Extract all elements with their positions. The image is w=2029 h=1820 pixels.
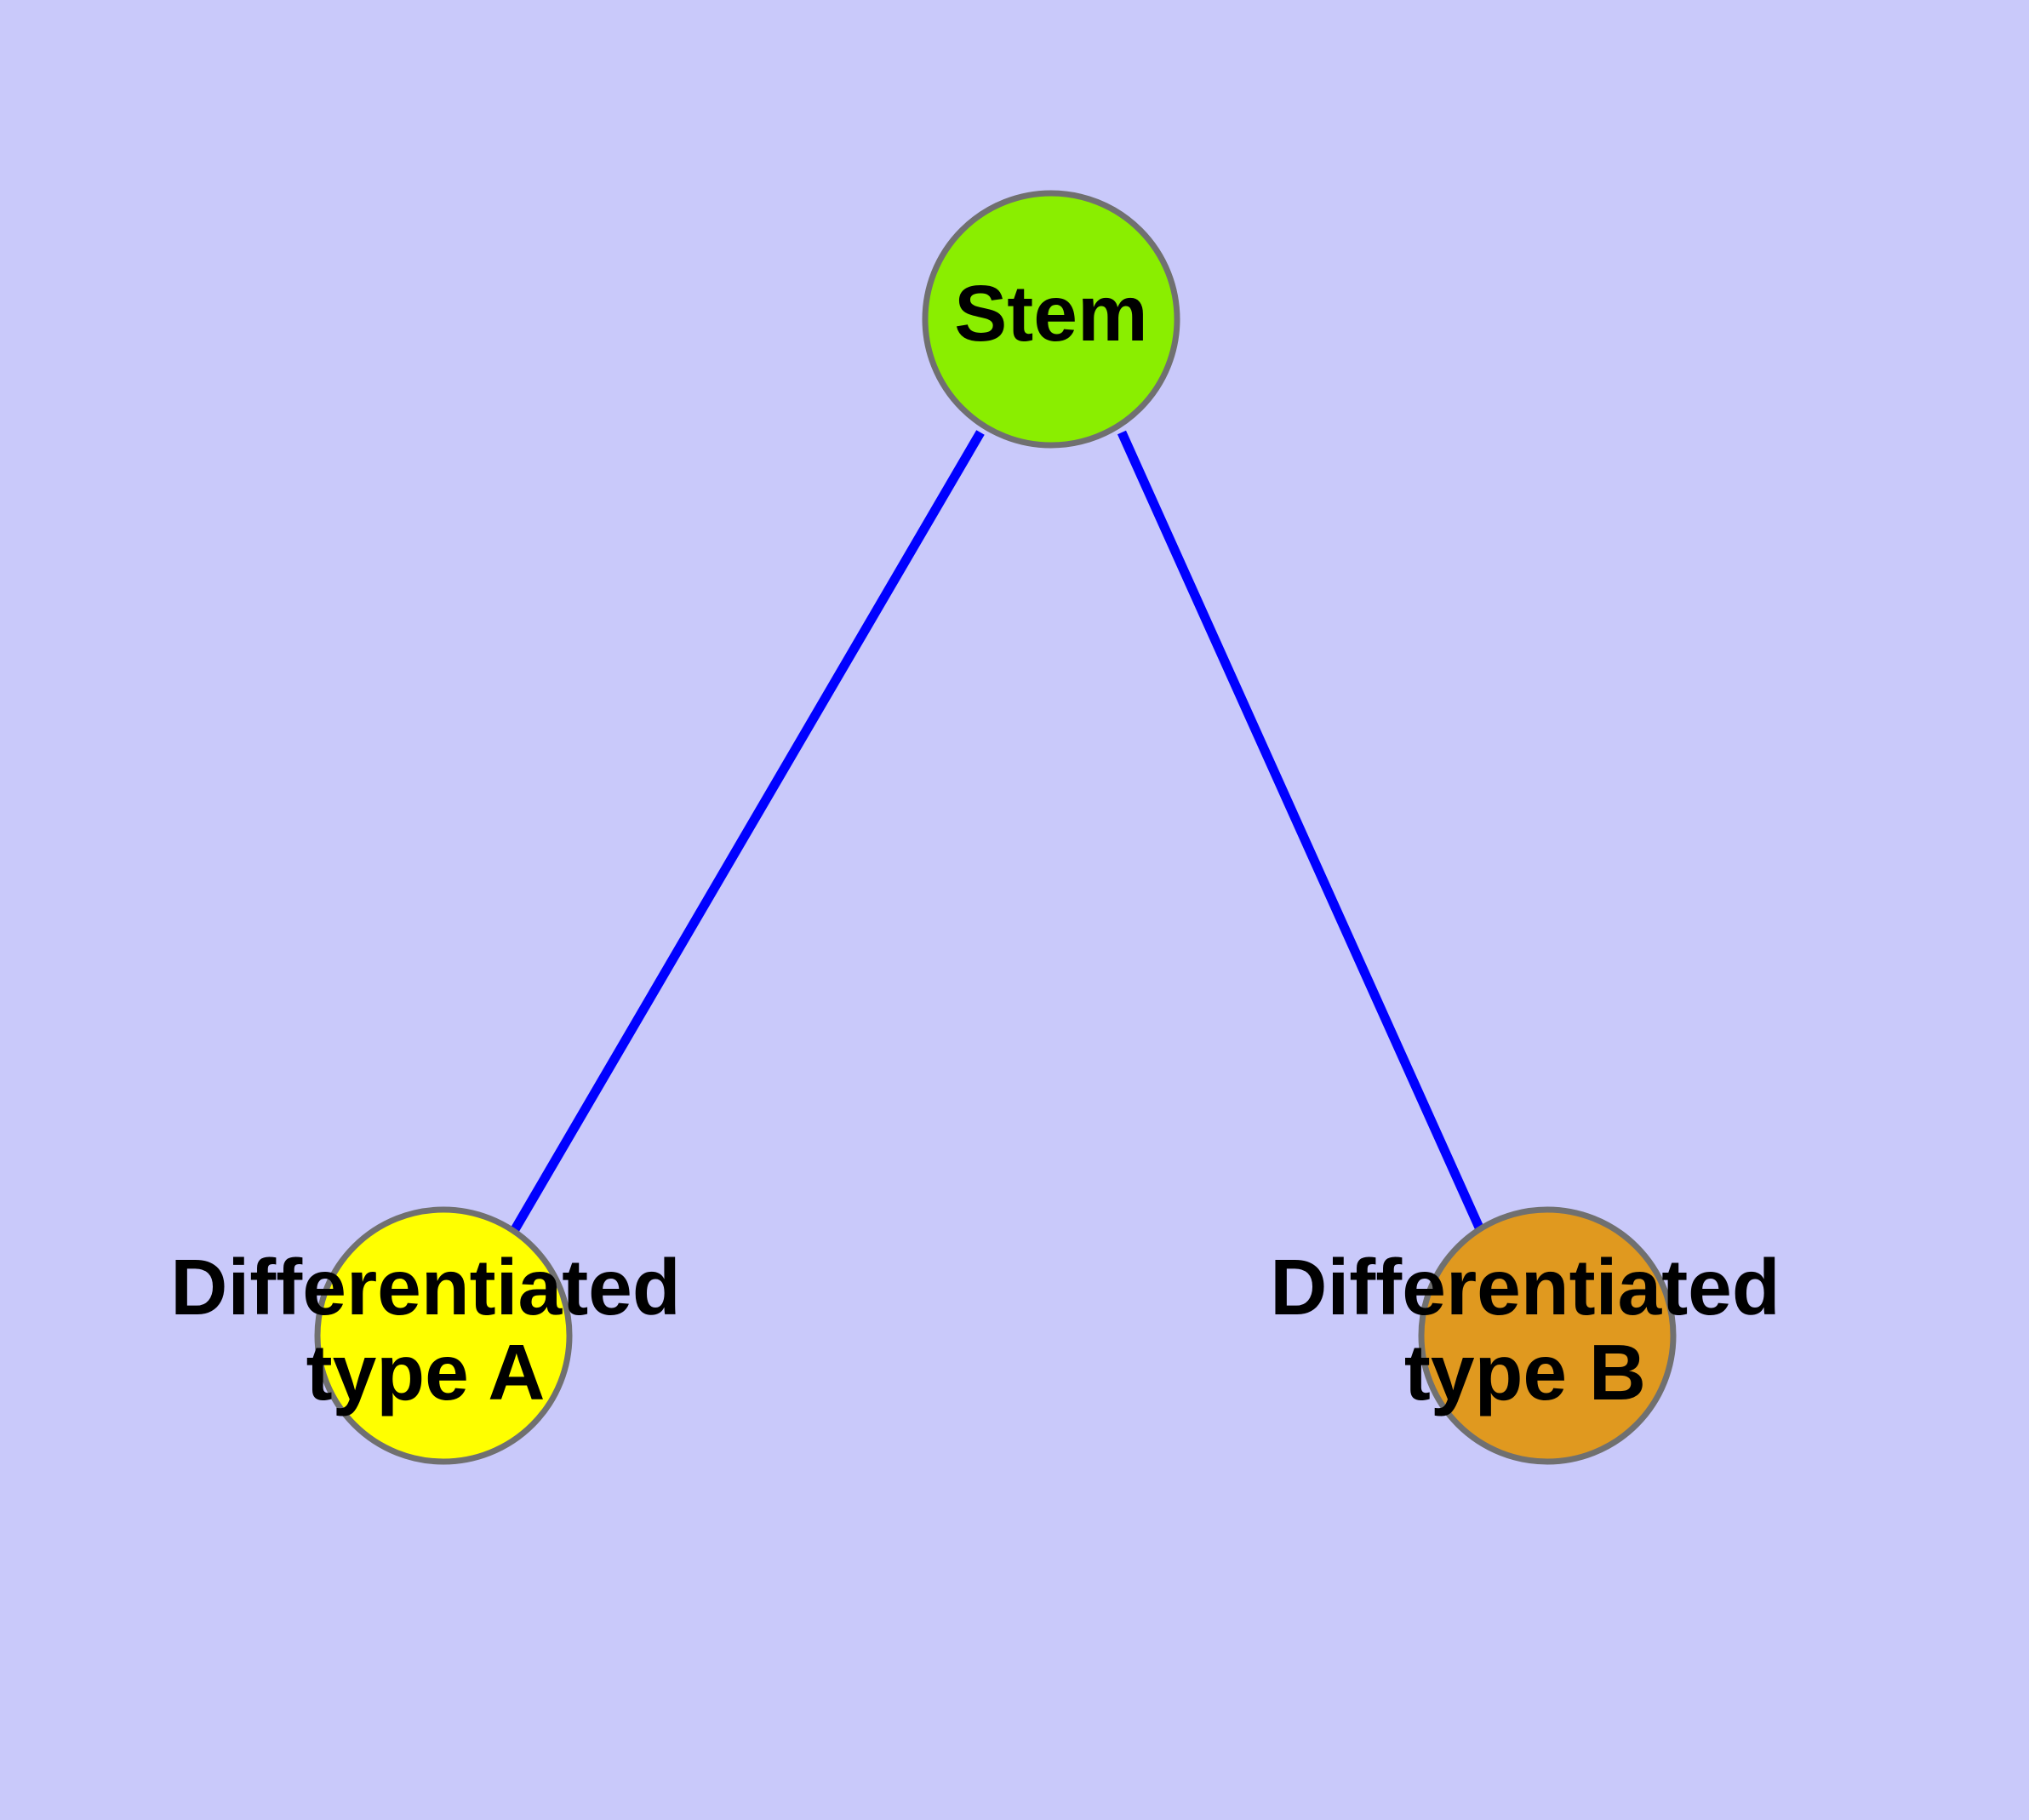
node-label-line-1: Differentiated — [1270, 1242, 1780, 1331]
graph-node-stem[interactable] — [922, 190, 1180, 449]
graph-edge-stem-to-diff-b[interactable] — [1117, 430, 1484, 1230]
node-label-stem: Stem — [954, 269, 1147, 358]
node-label-line-1: Stem — [954, 269, 1147, 358]
node-label-line-1: Differentiated — [170, 1242, 680, 1331]
edge-layer — [510, 430, 1484, 1233]
node-label-line-2: type A — [306, 1328, 546, 1417]
node-circle-stem[interactable] — [922, 190, 1180, 449]
graph-node-diff-b[interactable] — [1418, 1206, 1677, 1465]
graph-edge-stem-to-diff-a[interactable] — [510, 430, 985, 1233]
node-circle-diff-b[interactable] — [1418, 1206, 1677, 1465]
node-circle-diff-a[interactable] — [314, 1206, 573, 1465]
node-label-line-2: type B — [1404, 1328, 1646, 1417]
graph-node-diff-a[interactable] — [314, 1206, 573, 1465]
